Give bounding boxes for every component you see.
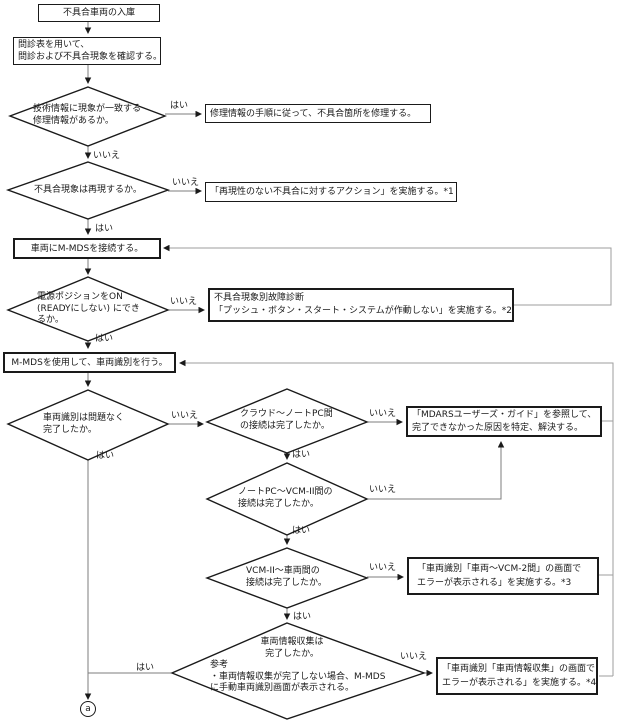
yes-label: はい <box>136 663 155 673</box>
decision-id-line1: 車両識別は問題なく <box>43 413 125 423</box>
decision-info-collection: 車両情報収集は 完了したか。 参考 ・車両情報収集が完了しない場合、M-MDS … <box>192 637 392 695</box>
yes-label: はい <box>96 451 115 461</box>
decision-vcm-vehicle-line1: VCM-II～車両間の <box>246 566 320 576</box>
decision-pc-vcm-line1: ノートPC～VCM-II間の <box>238 487 333 497</box>
decision-tech-info-line1: 技術情報に現象が一致する <box>33 104 142 114</box>
decision-cloud-pc-shape <box>205 388 369 454</box>
no-repro-action-box: 「再現性のない不具合に対するアクション」を実施する。*1 <box>205 182 457 202</box>
yes-label: はい <box>292 526 311 536</box>
interview-line1: 問診表を用いて、 <box>18 40 90 50</box>
no-label: いいえ <box>400 652 428 662</box>
decision-cloud-line1: クラウド～ノートPC間 <box>240 409 333 419</box>
decision-power-position-shape <box>6 276 170 342</box>
repair-info-box: 修理情報の手順に従って、不具合箇所を修理する。 <box>205 104 431 123</box>
symptom-troubleshooting-box: 不具合現象別故障診断 「プッシュ・ボタン・スタート・システムが作動しない」を実施… <box>208 288 514 322</box>
mdars-guide-box: 「MDARSユーザーズ・ガイド」を参照して、 完了できなかった原因を特定、解決す… <box>406 406 602 437</box>
symptom-ts-line1: 不具合現象別故障診断 <box>214 293 305 303</box>
start-text: 不具合車両の入庫 <box>62 8 135 18</box>
mdars-guide-line1: 「MDARSユーザーズ・ガイド」を参照して、 <box>412 409 597 420</box>
vcm2-error-box: 「車両識別「車両～VCM-2間」の画面で エラーが表示される」を実施する。*3 <box>407 557 599 595</box>
flow-lines <box>84 21 505 700</box>
yes-label: はい <box>292 450 311 460</box>
decision-id-complete: 車両識別は問題なく 完了したか。 <box>43 413 124 436</box>
decision-vcm-vehicle-line2: 接続は完了したか。 <box>246 577 327 588</box>
info-error-line1: 「車両識別「車両情報収集」の画面で <box>442 664 596 674</box>
decision-id-complete-shape <box>6 389 170 461</box>
no-label: いいえ <box>369 485 397 495</box>
info-error-line2: エラーが表示される」を実施する。*4 <box>442 678 597 688</box>
connect-mmds-text: 車両にM-MDSを接続する。 <box>30 243 144 254</box>
decision-vcm-vehicle: VCM-II～車両間の 接続は完了したか。 <box>246 566 327 589</box>
yes-label: はい <box>170 101 189 111</box>
decision-info-head2: 完了したか。 <box>265 648 319 659</box>
repair-info-text: 修理情報の手順に従って、不具合箇所を修理する。 <box>210 108 417 119</box>
connector-a-label: a <box>85 703 91 714</box>
no-label: いいえ <box>369 409 397 419</box>
decision-power-position: 電源ポジションをON (READYにしない) にでき るか。 <box>37 292 140 327</box>
decision-vcm-vehicle-shape <box>205 547 369 609</box>
no-label: いいえ <box>172 178 200 188</box>
decision-power-line2: (READYにしない) にでき <box>37 303 140 314</box>
decision-tech-info-line2: 修理情報があるか。 <box>33 115 114 126</box>
interview-box: 問診表を用いて、 問診および不具合現象を確認する。 <box>13 37 163 65</box>
decision-pc-vcm: ノートPC～VCM-II間の 接続は完了したか。 <box>238 487 332 510</box>
vehicle-id-text: M-MDSを使用して、車両識別を行う。 <box>11 357 168 368</box>
decision-info-collection-shape <box>170 622 427 720</box>
vehicle-id-box: M-MDSを使用して、車両識別を行う。 <box>3 352 176 373</box>
decision-shapes <box>5 86 427 720</box>
symptom-ts-line2: 「プッシュ・ボタン・スタート・システムが作動しない」を実施する。*2 <box>214 306 512 316</box>
decision-pc-vcm-shape <box>205 462 369 536</box>
connect-mmds-box: 車両にM-MDSを接続する。 <box>13 238 161 259</box>
connector-a: a <box>80 701 96 717</box>
decision-info-note1: 参考 <box>210 660 229 670</box>
interview-line2: 問診および不具合現象を確認する。 <box>18 52 163 62</box>
no-label: いいえ <box>369 563 397 573</box>
info-collection-error-box: 「車両識別「車両情報収集」の画面で エラーが表示される」を実施する。*4 <box>436 657 598 695</box>
decision-reproduce-text: 不具合現象は再現するか。 <box>34 185 142 195</box>
decision-info-head1: 車両情報収集は <box>260 637 324 647</box>
yes-label: はい <box>293 612 312 622</box>
decision-reproduce-shape <box>5 161 171 220</box>
decision-power-line1: 電源ポジションをON <box>37 292 123 302</box>
yes-label: はい <box>95 224 114 234</box>
decision-cloud-line2: の接続は完了したか。 <box>240 420 330 431</box>
decision-power-line3: るか。 <box>37 315 64 325</box>
decision-tech-info: 技術情報に現象が一致する 修理情報があるか。 <box>33 104 141 127</box>
mdars-guide-line2: 完了できなかった原因を特定、解決する。 <box>412 422 584 433</box>
decision-tech-info-shape <box>8 86 167 147</box>
no-label: いいえ <box>170 297 198 307</box>
yes-label: はい <box>95 334 114 344</box>
decision-info-note2: ・車両情報収集が完了しない場合、M-MDS <box>210 671 386 682</box>
decision-id-line2: 完了したか。 <box>43 424 97 435</box>
no-label: いいえ <box>171 411 199 421</box>
decision-info-note3: に手動車両識別画面が表示される。 <box>210 683 355 693</box>
no-label: いいえ <box>93 151 121 161</box>
decision-reproduce: 不具合現象は再現するか。 <box>34 185 142 197</box>
decision-cloud-pc: クラウド～ノートPC間 の接続は完了したか。 <box>240 409 333 432</box>
start-box: 不具合車両の入庫 <box>38 4 160 22</box>
feedback-lines <box>163 244 614 677</box>
decision-pc-vcm-line2: 接続は完了したか。 <box>238 498 319 509</box>
vcm2-error-line1: 「車両識別「車両～VCM-2間」の画面で <box>417 564 582 574</box>
no-repro-action-text: 「再現性のない不具合に対するアクション」を実施する。*1 <box>210 187 454 197</box>
vcm2-error-line2: エラーが表示される」を実施する。*3 <box>417 578 572 588</box>
